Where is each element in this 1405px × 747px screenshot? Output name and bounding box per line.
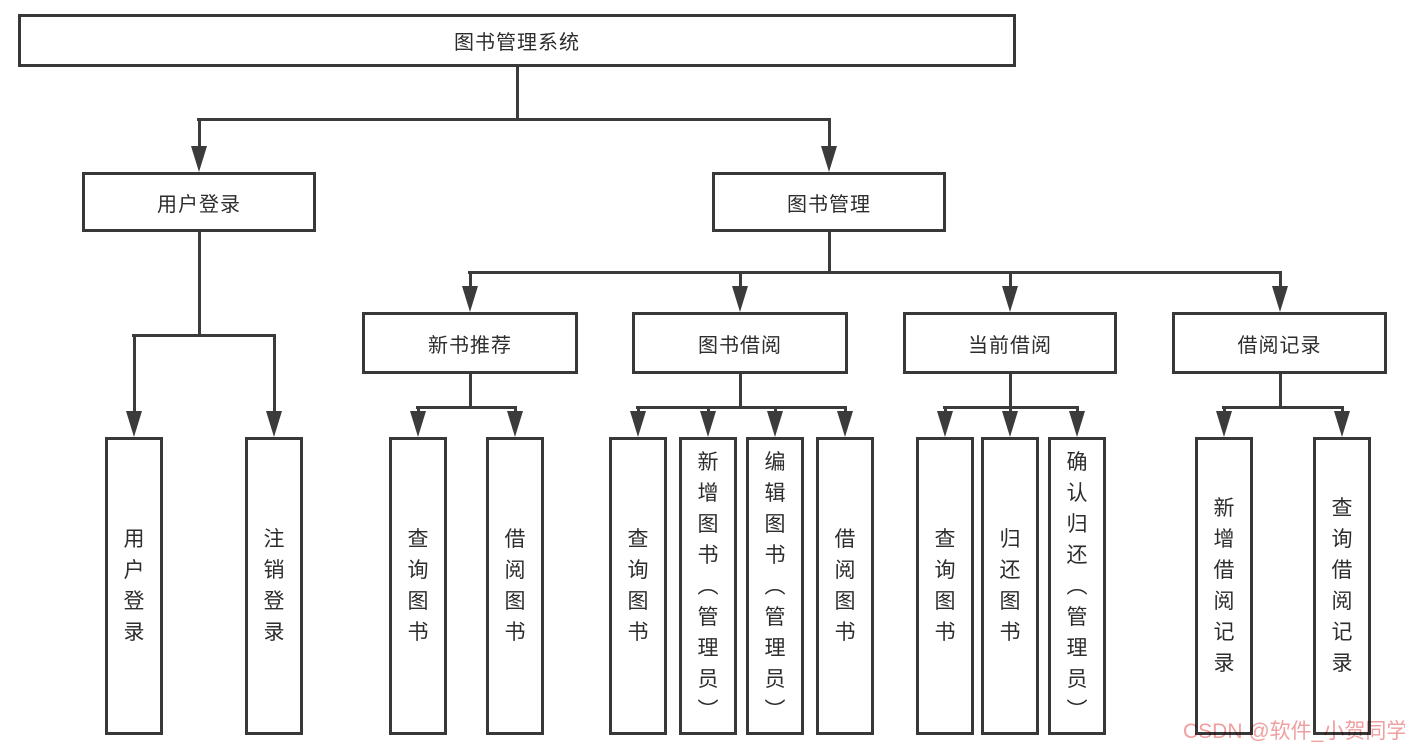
node-current-borrowing: 当前借阅: [903, 312, 1117, 374]
connector-line: [1009, 373, 1012, 408]
connector-line: [417, 406, 420, 414]
arrowhead-down-icon: [767, 411, 783, 437]
connector-line: [828, 231, 831, 273]
leaf-bb-add-books-admin: 新 增 图 书 ︵ 管 理 员 ︶: [679, 437, 737, 735]
connector-line: [132, 334, 276, 337]
node-borrowing-records: 借阅记录: [1172, 312, 1387, 374]
connector-line: [1009, 273, 1012, 289]
arrowhead-down-icon: [630, 411, 646, 437]
connector-line: [197, 118, 831, 121]
arrowhead-down-icon: [507, 411, 523, 437]
leaf-nb-query-books: 查 询 图 书: [389, 437, 447, 735]
connector-line: [739, 273, 742, 289]
node-user-login: 用户登录: [82, 172, 316, 232]
arrowhead-down-icon: [732, 286, 748, 312]
leaf-bb-borrow-books: 借 阅 图 书: [816, 437, 874, 735]
arrowhead-down-icon: [937, 411, 953, 437]
connector-line: [469, 273, 472, 289]
connector-line: [469, 373, 472, 408]
connector-line: [944, 406, 947, 414]
watermark: CSDN @软件_小贺同学: [1183, 720, 1405, 743]
connector-line: [1009, 406, 1012, 414]
connector-line: [514, 406, 517, 414]
connector-line: [468, 271, 1282, 274]
arrowhead-down-icon: [821, 146, 837, 172]
leaf-bb-query-books: 查 询 图 书: [609, 437, 667, 735]
leaf-bb-edit-books-admin: 编 辑 图 书 ︵ 管 理 员 ︶: [746, 437, 804, 735]
leaf-user-login: 用 户 登 录: [105, 437, 163, 735]
leaf-cb-return-books: 归 还 图 书: [981, 437, 1039, 735]
arrowhead-down-icon: [410, 411, 426, 437]
node-root-system: 图书管理系统: [18, 14, 1016, 67]
connector-line: [416, 406, 517, 409]
connector-line: [198, 120, 201, 148]
arrowhead-down-icon: [266, 411, 282, 437]
connector-line: [516, 67, 519, 120]
arrowhead-down-icon: [700, 411, 716, 437]
connector-line: [1222, 406, 1344, 409]
connector-line: [1279, 273, 1282, 289]
arrowhead-down-icon: [1334, 411, 1350, 437]
arrowhead-down-icon: [837, 411, 853, 437]
arrowhead-down-icon: [1216, 411, 1232, 437]
connector-line: [707, 406, 710, 414]
connector-line: [828, 120, 831, 148]
leaf-br-query-borrow-record: 查 询 借 阅 记 录: [1313, 437, 1371, 735]
connector-line: [1076, 406, 1079, 414]
connector-line: [1341, 406, 1344, 414]
arrowhead-down-icon: [1272, 286, 1288, 312]
arrowhead-down-icon: [1069, 411, 1085, 437]
arrowhead-down-icon: [1002, 411, 1018, 437]
connector-line: [774, 406, 777, 414]
connector-line: [133, 336, 136, 413]
connector-line: [739, 373, 742, 408]
connector-line: [198, 231, 201, 336]
leaf-cb-query-books: 查 询 图 书: [916, 437, 974, 735]
connector-line: [637, 406, 640, 414]
leaf-br-add-borrow-record: 新 增 借 阅 记 录: [1195, 437, 1253, 735]
node-book-management: 图书管理: [712, 172, 946, 232]
connector-line: [273, 336, 276, 413]
arrowhead-down-icon: [126, 411, 142, 437]
leaf-logout-login: 注 销 登 录: [245, 437, 303, 735]
leaf-cb-confirm-return-admin: 确 认 归 还 ︵ 管 理 员 ︶: [1048, 437, 1106, 735]
leaf-nb-borrow-books: 借 阅 图 书: [486, 437, 544, 735]
connector-line: [844, 406, 847, 414]
arrowhead-down-icon: [1002, 286, 1018, 312]
connector-line: [1223, 406, 1226, 414]
connector-line: [1279, 373, 1282, 408]
connector-line: [636, 406, 847, 409]
arrowhead-down-icon: [191, 146, 207, 172]
node-new-book-recommend: 新书推荐: [362, 312, 578, 374]
arrowhead-down-icon: [462, 286, 478, 312]
node-book-borrowing: 图书借阅: [632, 312, 848, 374]
